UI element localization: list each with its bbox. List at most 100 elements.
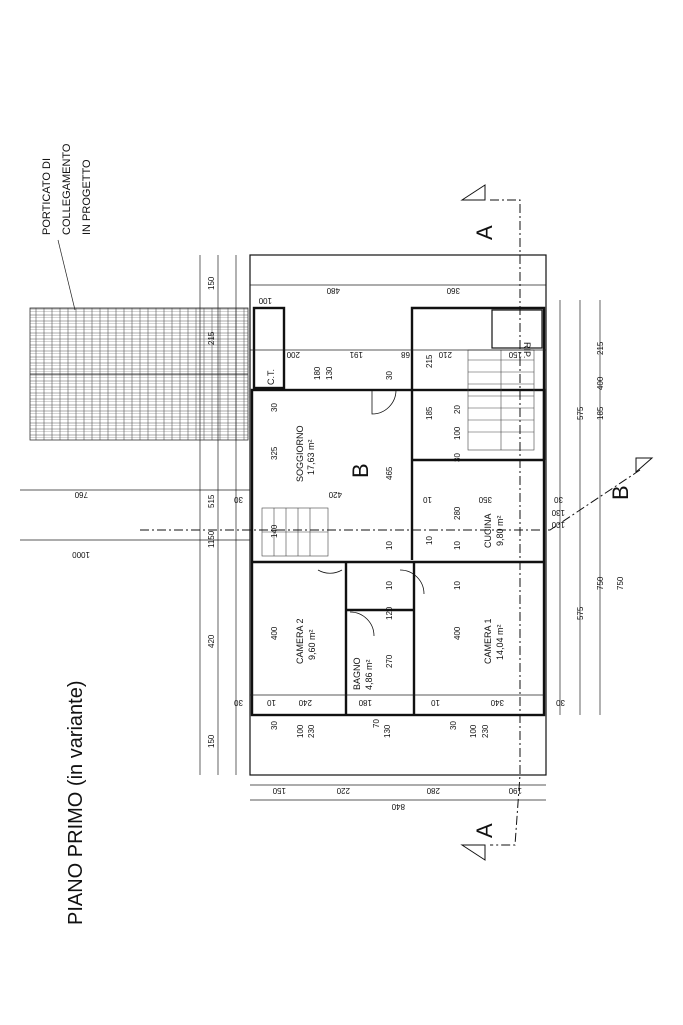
dim-label: 200 [286, 350, 300, 359]
dimension-lines [20, 255, 601, 801]
dim-label: 400 [596, 376, 605, 390]
section-a-arrow-bottom [460, 844, 486, 861]
room-camera1-name: CAMERA 1 [483, 618, 493, 664]
dim-label: 100 [453, 426, 462, 440]
dim-label: 10 [385, 541, 394, 550]
dim-label: 130 [325, 366, 334, 380]
room-soggiorno-name: SOGGIORNO [295, 425, 305, 482]
section-a-bottom-label: A [472, 823, 497, 838]
dim-label: 150 [207, 734, 216, 748]
section-b-label: B [608, 485, 633, 500]
room-cucina-area: 9,80 m² [495, 515, 505, 546]
dim-label: 30 [556, 698, 565, 707]
room-camera1-area: 14,04 m² [495, 624, 505, 660]
dim-label: 150 [207, 276, 216, 290]
dim-label: 10 [267, 698, 276, 707]
dim-label: 515 [207, 494, 216, 508]
dim-label: 10 [425, 536, 434, 545]
dim-label: 10 [453, 581, 462, 590]
dim-label: 400 [453, 626, 462, 640]
dim-label: 465 [385, 466, 394, 480]
dim-label: 68 [401, 350, 410, 359]
dim-label: 180 [358, 698, 372, 707]
dim-label: 215 [207, 331, 216, 345]
dim-label: 360 [446, 286, 460, 295]
dim-label: 30 [453, 453, 462, 462]
dim-label: 180 [313, 366, 322, 380]
door-camera1 [399, 569, 425, 595]
dim-label: 30 [449, 721, 458, 730]
dimension-labels: 1150 515 420 150 215 150 760 1000 480 36… [72, 276, 625, 811]
room-soggiorno-area: 17,63 m² [306, 439, 316, 475]
dim-label: 185 [425, 406, 434, 420]
room-camera2-name: CAMERA 2 [295, 618, 305, 664]
dim-label: 120 [385, 606, 394, 620]
note-leader [57, 239, 76, 311]
dim-label: 1150 [207, 530, 216, 548]
door-bagno [349, 611, 375, 637]
room-camera2-area: 9,60 m² [307, 629, 317, 660]
dim-label: 30 [234, 495, 243, 504]
dim-label: 840 [391, 802, 405, 811]
room-bagno-name: BAGNO [352, 657, 362, 690]
drawing-title: PIANO PRIMO (in variante) [65, 680, 87, 925]
stair-lower [261, 507, 329, 557]
dim-label: 30 [270, 403, 279, 412]
dim-label: 10 [431, 698, 440, 707]
dim-label: 30 [270, 721, 279, 730]
section-b-arrow [635, 457, 654, 474]
dim-label: 10 [423, 495, 432, 504]
exterior-wall [250, 388, 546, 717]
dim-label: 70 [372, 719, 381, 728]
dim-label: 750 [596, 576, 605, 590]
dim-label: 130 [383, 724, 392, 738]
dim-label: 20 [453, 405, 462, 414]
dim-label: 220 [336, 786, 350, 795]
stair-upper [467, 349, 535, 451]
section-line-a [490, 199, 521, 846]
door-soggiorno [371, 389, 397, 415]
dim-label: 480 [326, 286, 340, 295]
dim-label: 1000 [72, 550, 90, 559]
room-bagno-area: 4,86 m² [364, 659, 374, 690]
dim-label: 30 [234, 698, 243, 707]
room-cucina-name: CUCINA [483, 513, 493, 548]
room-rip-name: RIP. [522, 342, 532, 358]
dim-label: 750 [616, 576, 625, 590]
dim-label: 215 [425, 354, 434, 368]
stair-wall [410, 306, 546, 460]
dim-label: 215 [596, 341, 605, 355]
section-a-arrow-top [460, 184, 486, 201]
room-ct-name: C.T. [266, 369, 276, 385]
dim-label: 150 [272, 786, 286, 795]
section-a-top-label: A [472, 225, 497, 240]
terrace-outline [249, 254, 547, 776]
portico-note-line1: PORTICATO DI [41, 158, 53, 235]
section-line-b [140, 469, 641, 531]
dim-label: 10 [385, 581, 394, 590]
dim-label: 230 [307, 724, 316, 738]
dim-label: 140 [270, 524, 279, 538]
portico-note-line2: COLLEGAMENTO [61, 143, 73, 235]
dim-label: 420 [328, 490, 342, 499]
dim-label: 280 [453, 506, 462, 520]
dim-label: 10 [453, 541, 462, 550]
dim-label: 575 [576, 606, 585, 620]
dim-label: 575 [576, 406, 585, 420]
dim-label: 100 [296, 724, 305, 738]
dim-label: 30 [554, 495, 563, 504]
door-camera2 [317, 569, 343, 574]
room-soggiorno-tag: B [348, 463, 373, 478]
dim-label: 190 [508, 786, 522, 795]
rip-room [491, 309, 543, 349]
ct-room [252, 306, 286, 390]
dim-label: 100 [258, 296, 272, 305]
dim-label: 100 [551, 520, 565, 529]
dim-label: 150 [508, 350, 522, 359]
dim-label: 340 [490, 698, 504, 707]
dim-label: 325 [270, 446, 279, 460]
dim-label: 30 [385, 371, 394, 380]
dim-label: 240 [298, 698, 312, 707]
dim-label: 420 [207, 634, 216, 648]
